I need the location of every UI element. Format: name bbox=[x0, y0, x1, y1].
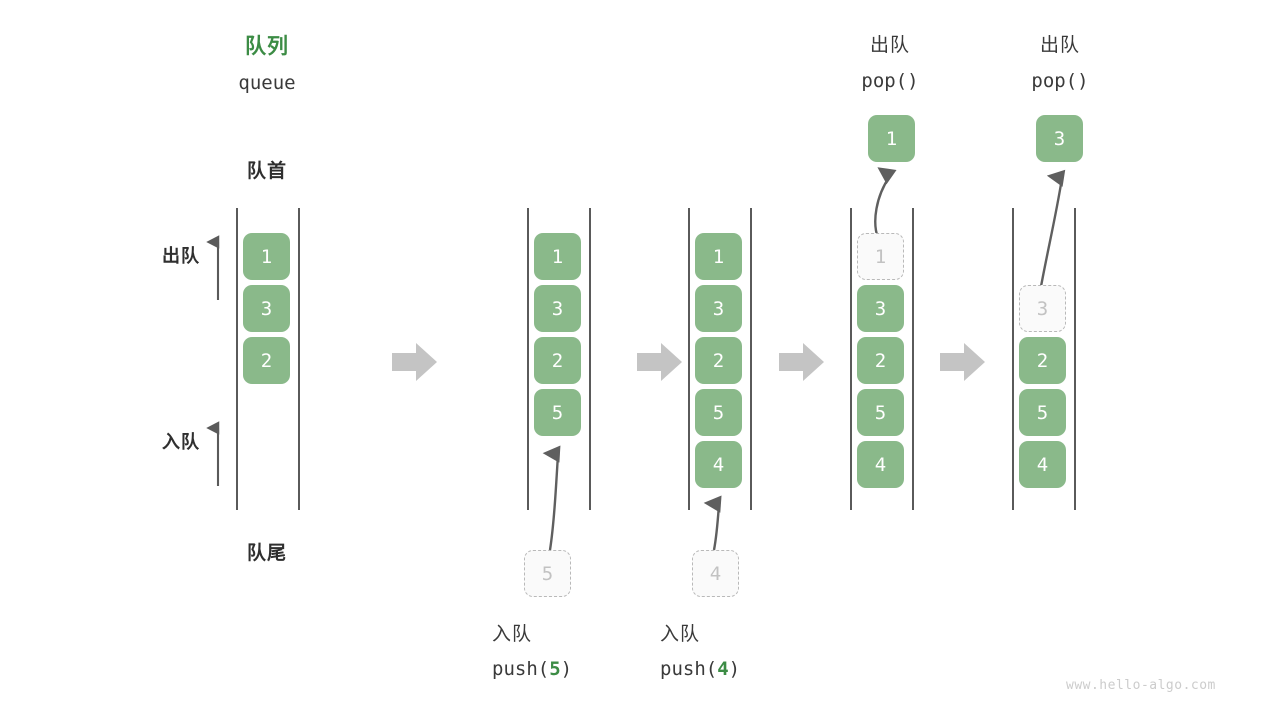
dequeue-direction-arrow-icon bbox=[206, 235, 220, 300]
enqueue-direction-arrow-icon bbox=[206, 421, 220, 486]
push-operation-code: push(4) bbox=[660, 660, 830, 679]
queue-cell: 2 bbox=[243, 337, 290, 384]
queue-cell: 3 bbox=[857, 285, 904, 332]
queue-cell-removed: 1 bbox=[857, 233, 904, 280]
queue-cell: 2 bbox=[534, 337, 581, 384]
incoming-ghost-cell: 5 bbox=[524, 550, 571, 597]
watermark: www.hello-algo.com bbox=[1066, 678, 1216, 693]
queue-rear-label: 队尾 bbox=[246, 543, 287, 564]
queue-title-cn: 队列 bbox=[245, 35, 289, 58]
queue-rail-left bbox=[850, 208, 852, 510]
queue-front-label: 队首 bbox=[246, 161, 287, 182]
queue-cell: 5 bbox=[857, 389, 904, 436]
code-arg: 4 bbox=[717, 658, 729, 680]
code-prefix: push( bbox=[660, 658, 718, 680]
queue-cell: 2 bbox=[695, 337, 742, 384]
transition-arrow-icon bbox=[779, 343, 824, 381]
code-prefix: push( bbox=[492, 658, 550, 680]
queue-cell: 4 bbox=[857, 441, 904, 488]
queue-rail-right bbox=[1074, 208, 1076, 510]
popped-cell: 1 bbox=[868, 115, 915, 162]
pop-operation-label: 出队 bbox=[1039, 35, 1080, 56]
queue-cell-new: 4 bbox=[695, 441, 742, 488]
push-operation-label: 入队 bbox=[492, 624, 533, 645]
code-suffix: ) bbox=[560, 658, 573, 680]
queue-cell: 1 bbox=[534, 233, 581, 280]
pop-curve-arrow-icon bbox=[1038, 169, 1066, 293]
queue-cell: 3 bbox=[243, 285, 290, 332]
transition-arrow-icon bbox=[940, 343, 985, 381]
transition-arrow-icon bbox=[637, 343, 682, 381]
queue-rail-right bbox=[750, 208, 752, 510]
queue-cell: 2 bbox=[1019, 337, 1066, 384]
queue-cell: 1 bbox=[695, 233, 742, 280]
push-curve-arrow-icon bbox=[542, 445, 561, 551]
queue-rail-left bbox=[1012, 208, 1014, 510]
code-arg: 5 bbox=[549, 658, 561, 680]
queue-cell: 1 bbox=[243, 233, 290, 280]
pop-operation-label: 出队 bbox=[869, 35, 910, 56]
push-curve-arrow-icon bbox=[703, 495, 722, 551]
transition-arrow-icon bbox=[392, 343, 437, 381]
code-suffix: ) bbox=[907, 70, 919, 92]
queue-cell: 3 bbox=[534, 285, 581, 332]
queue-rail-left bbox=[527, 208, 529, 510]
pop-curve-arrow-icon bbox=[874, 167, 897, 239]
code-suffix: ) bbox=[728, 658, 741, 680]
dequeue-side-label: 出队 bbox=[162, 246, 200, 266]
queue-cell: 5 bbox=[695, 389, 742, 436]
pop-operation-code: pop() bbox=[830, 72, 950, 91]
incoming-ghost-cell: 4 bbox=[692, 550, 739, 597]
queue-title-en: queue bbox=[238, 72, 296, 94]
queue-cell: 3 bbox=[695, 285, 742, 332]
queue-cell: 5 bbox=[1019, 389, 1066, 436]
popped-cell: 3 bbox=[1036, 115, 1083, 162]
queue-rail-right bbox=[589, 208, 591, 510]
queue-cell-new: 5 bbox=[534, 389, 581, 436]
queue-cell: 2 bbox=[857, 337, 904, 384]
queue-rail-right bbox=[298, 208, 300, 510]
queue-rail-left bbox=[688, 208, 690, 510]
code-prefix: pop( bbox=[1031, 70, 1078, 92]
push-operation-code: push(5) bbox=[492, 660, 662, 679]
queue-cell: 4 bbox=[1019, 441, 1066, 488]
queue-cell-removed: 3 bbox=[1019, 285, 1066, 332]
code-prefix: pop( bbox=[861, 70, 908, 92]
queue-rail-right bbox=[912, 208, 914, 510]
code-suffix: ) bbox=[1077, 70, 1089, 92]
enqueue-side-label: 入队 bbox=[162, 432, 200, 452]
queue-rail-left bbox=[236, 208, 238, 510]
push-operation-label: 入队 bbox=[660, 624, 701, 645]
pop-operation-code: pop() bbox=[1000, 72, 1120, 91]
